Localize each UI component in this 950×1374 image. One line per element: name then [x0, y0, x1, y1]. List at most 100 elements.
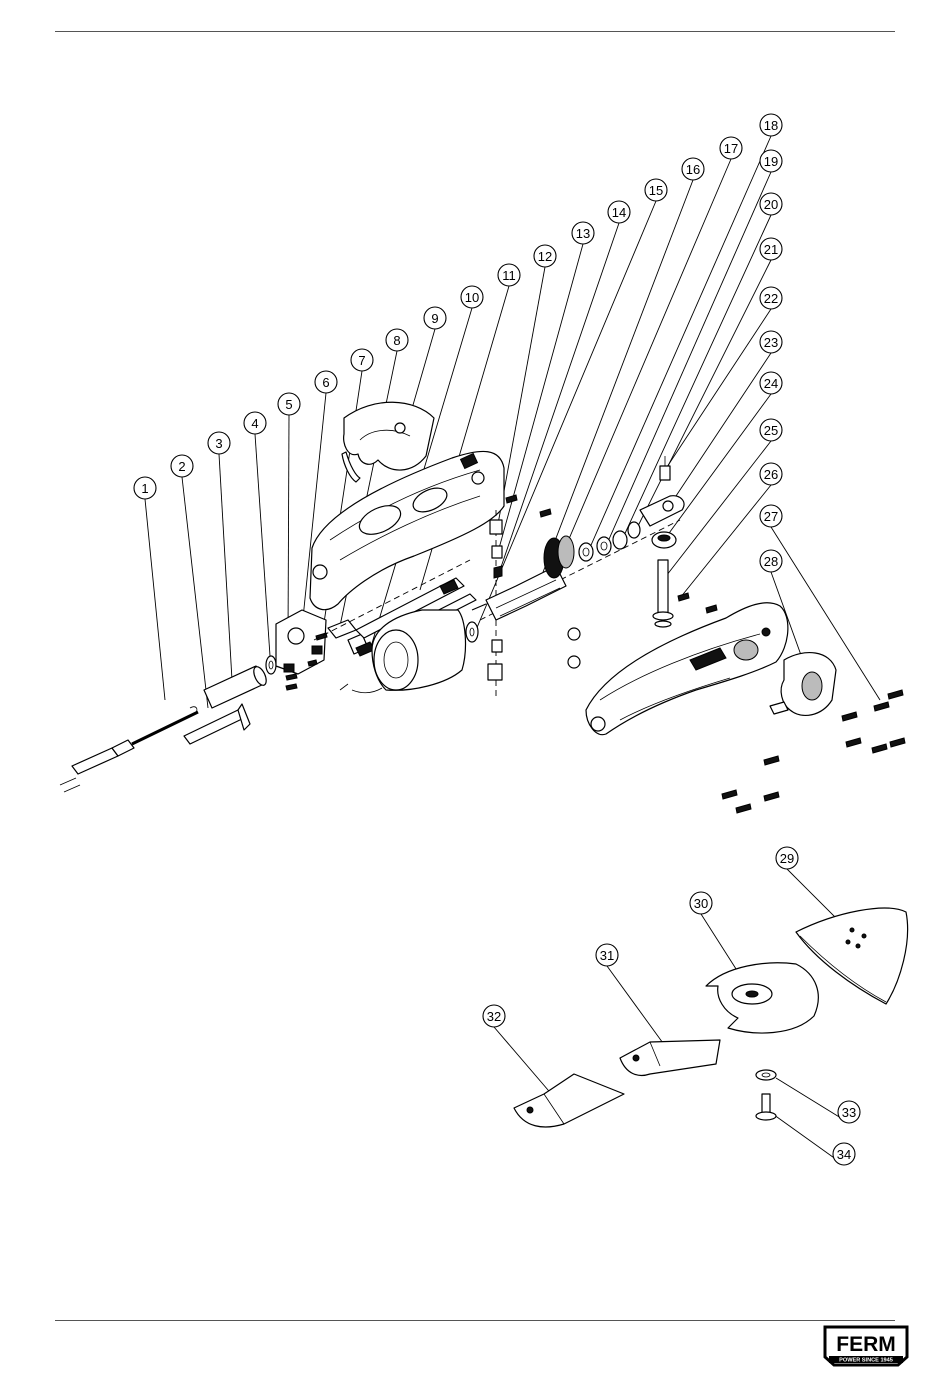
callout-number: 19	[764, 154, 778, 169]
callout-number: 33	[842, 1105, 856, 1120]
part-straight-blade	[620, 1040, 720, 1075]
callout-number: 1	[141, 481, 148, 496]
part-flange-bolt	[756, 1094, 776, 1120]
leader-line-3	[219, 454, 232, 680]
leader-line-12	[498, 267, 545, 524]
leader-line-18	[588, 136, 771, 552]
callout-20: 20	[760, 193, 782, 215]
callout-number: 17	[724, 141, 738, 156]
callout-number: 7	[358, 353, 365, 368]
callout-number: 9	[431, 311, 438, 326]
leader-line-33	[776, 1078, 849, 1123]
callout-7: 7	[351, 349, 373, 371]
callout-6: 6	[315, 371, 337, 393]
part-ring	[266, 656, 276, 674]
part-large-bearing	[652, 532, 676, 548]
part-roller	[568, 628, 580, 640]
callout-19: 19	[760, 150, 782, 172]
callout-30: 30	[690, 892, 712, 914]
leader-line-31	[607, 966, 668, 1050]
callout-number: 21	[764, 242, 778, 257]
leader-line-20	[622, 215, 771, 540]
leader-line-26	[680, 485, 771, 598]
callout-number: 30	[694, 896, 708, 911]
part-nut	[660, 456, 670, 480]
callout-22: 22	[760, 287, 782, 309]
leader-line-23	[668, 353, 771, 508]
leader-line-2	[182, 477, 208, 708]
callout-number: 25	[764, 423, 778, 438]
callout-number: 12	[538, 249, 552, 264]
callout-number: 34	[837, 1147, 851, 1162]
callout-number: 29	[780, 851, 794, 866]
part-hex-key	[184, 704, 250, 744]
callout-28: 28	[760, 550, 782, 572]
part-roller	[568, 656, 580, 668]
part-screw	[678, 593, 689, 601]
callout-17: 17	[720, 137, 742, 159]
callout-12: 12	[534, 245, 556, 267]
leader-line-21	[636, 260, 771, 530]
callout-number: 22	[764, 291, 778, 306]
callout-number: 24	[764, 376, 778, 391]
callout-number: 6	[322, 375, 329, 390]
callout-13: 13	[572, 222, 594, 244]
callout-2: 2	[171, 455, 193, 477]
callout-number: 27	[764, 509, 778, 524]
part-rear-bearing	[466, 622, 478, 642]
part-washer	[756, 1070, 776, 1080]
callout-1: 1	[134, 477, 156, 499]
part-end-cap	[276, 610, 326, 690]
part-cord-sleeve	[204, 665, 269, 708]
leader-line-19	[606, 172, 771, 546]
brand-tagline: POWER SINCE 1945	[839, 1357, 893, 1363]
ferm-logo: FERM POWER SINCE 1945	[822, 1325, 910, 1367]
callout-31: 31	[596, 944, 618, 966]
part-housing-right	[586, 603, 788, 735]
part-screw	[706, 605, 717, 613]
leader-line-22	[665, 309, 771, 470]
callout-number: 32	[487, 1009, 501, 1024]
callout-34: 34	[833, 1143, 855, 1165]
part-spindle	[653, 560, 673, 627]
leader-line-16	[540, 180, 693, 580]
part-housing-left	[310, 451, 504, 609]
callout-number: 8	[393, 333, 400, 348]
callout-10: 10	[461, 286, 483, 308]
callout-number: 11	[502, 268, 516, 283]
part-segment-blade	[514, 1074, 624, 1127]
callout-3: 3	[208, 432, 230, 454]
leader-line-17	[560, 159, 731, 560]
callout-15: 15	[645, 179, 667, 201]
callout-18: 18	[760, 114, 782, 136]
leader-line-4	[255, 434, 270, 656]
part-screw	[540, 509, 551, 517]
callout-number: 3	[215, 436, 222, 451]
part-front-cap	[770, 653, 836, 716]
callout-number: 16	[686, 162, 700, 177]
callout-number: 10	[465, 290, 479, 305]
leader-line-5	[288, 415, 289, 640]
brand-name: FERM	[836, 1333, 896, 1356]
callout-number: 2	[178, 459, 185, 474]
callout-number: 13	[576, 226, 590, 241]
callout-33: 33	[838, 1101, 860, 1123]
callout-29: 29	[776, 847, 798, 869]
callout-5: 5	[278, 393, 300, 415]
leader-line-24	[664, 394, 771, 540]
callout-number: 31	[600, 948, 614, 963]
callout-8: 8	[386, 329, 408, 351]
callout-number: 14	[612, 205, 626, 220]
part-saw-blade	[706, 963, 818, 1033]
part-armature	[472, 536, 574, 620]
callout-number: 28	[764, 554, 778, 569]
callout-4: 4	[244, 412, 266, 434]
callout-number: 23	[764, 335, 778, 350]
callout-number: 18	[764, 118, 778, 133]
callout-number: 4	[251, 416, 258, 431]
callout-23: 23	[760, 331, 782, 353]
callout-24: 24	[760, 372, 782, 394]
callout-26: 26	[760, 463, 782, 485]
part-screw	[506, 495, 517, 503]
